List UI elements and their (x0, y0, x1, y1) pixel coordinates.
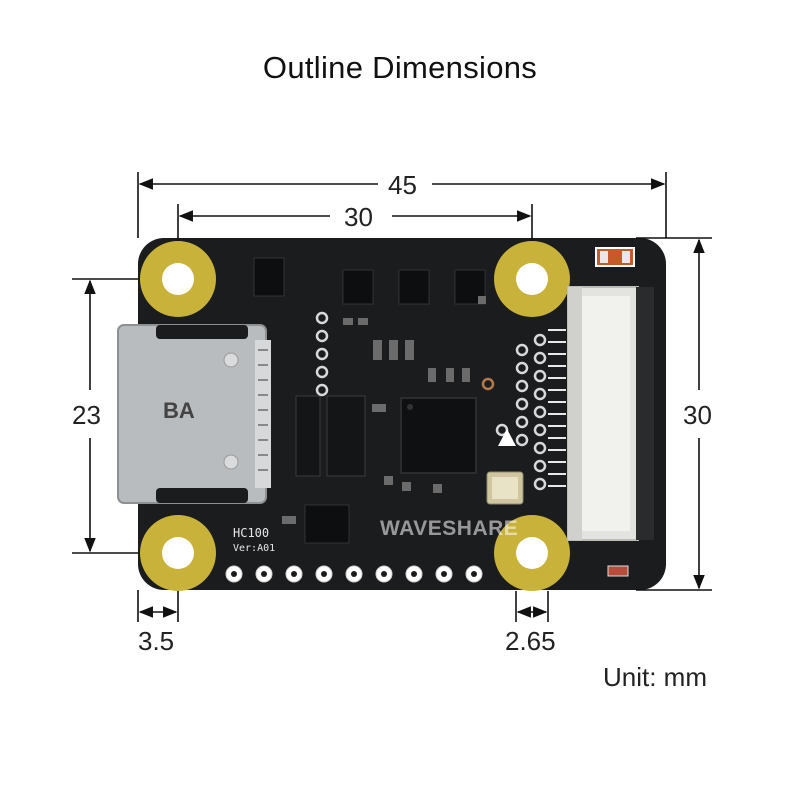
crystal-oscillator (486, 471, 524, 505)
small-ic (304, 504, 350, 544)
small-ic (398, 269, 430, 305)
unit-label: Unit: mm (603, 662, 707, 692)
dim-overall-width: 45 (388, 170, 417, 200)
version-label: Ver:A01 (233, 543, 276, 554)
dim-hole-offset-right: 2.65 (505, 626, 556, 656)
capacitor (595, 247, 635, 267)
dim-height-right: 30 (683, 400, 712, 430)
brand-logo-text: WAVESHARE (380, 517, 519, 540)
diagram-title: Outline Dimensions (262, 50, 538, 85)
dim-height-left: 23 (72, 400, 101, 430)
passive-components (282, 296, 486, 524)
hdmi-mark: BA (163, 398, 195, 423)
dimension-lines (72, 172, 712, 622)
dim-hole-spacing: 30 (344, 202, 373, 232)
main-chip (400, 397, 477, 474)
fpc-connector (567, 286, 654, 541)
fpc-pins (548, 329, 566, 487)
status-led (607, 565, 629, 577)
mounting-hole-bottom-right (494, 515, 570, 591)
hdmi-connector (117, 324, 271, 504)
model-label: HC100 (233, 526, 270, 540)
small-ic (326, 395, 366, 477)
mounting-hole-top-right (494, 241, 570, 317)
small-ic (295, 395, 321, 477)
esd-warning-icon (498, 429, 516, 446)
via-array (315, 311, 547, 491)
mounting-hole-top-left (140, 241, 216, 317)
small-ic (342, 269, 374, 305)
small-ic (253, 257, 285, 297)
mounting-hole-bottom-left (140, 515, 216, 591)
dim-hole-offset-left: 3.5 (138, 626, 175, 656)
